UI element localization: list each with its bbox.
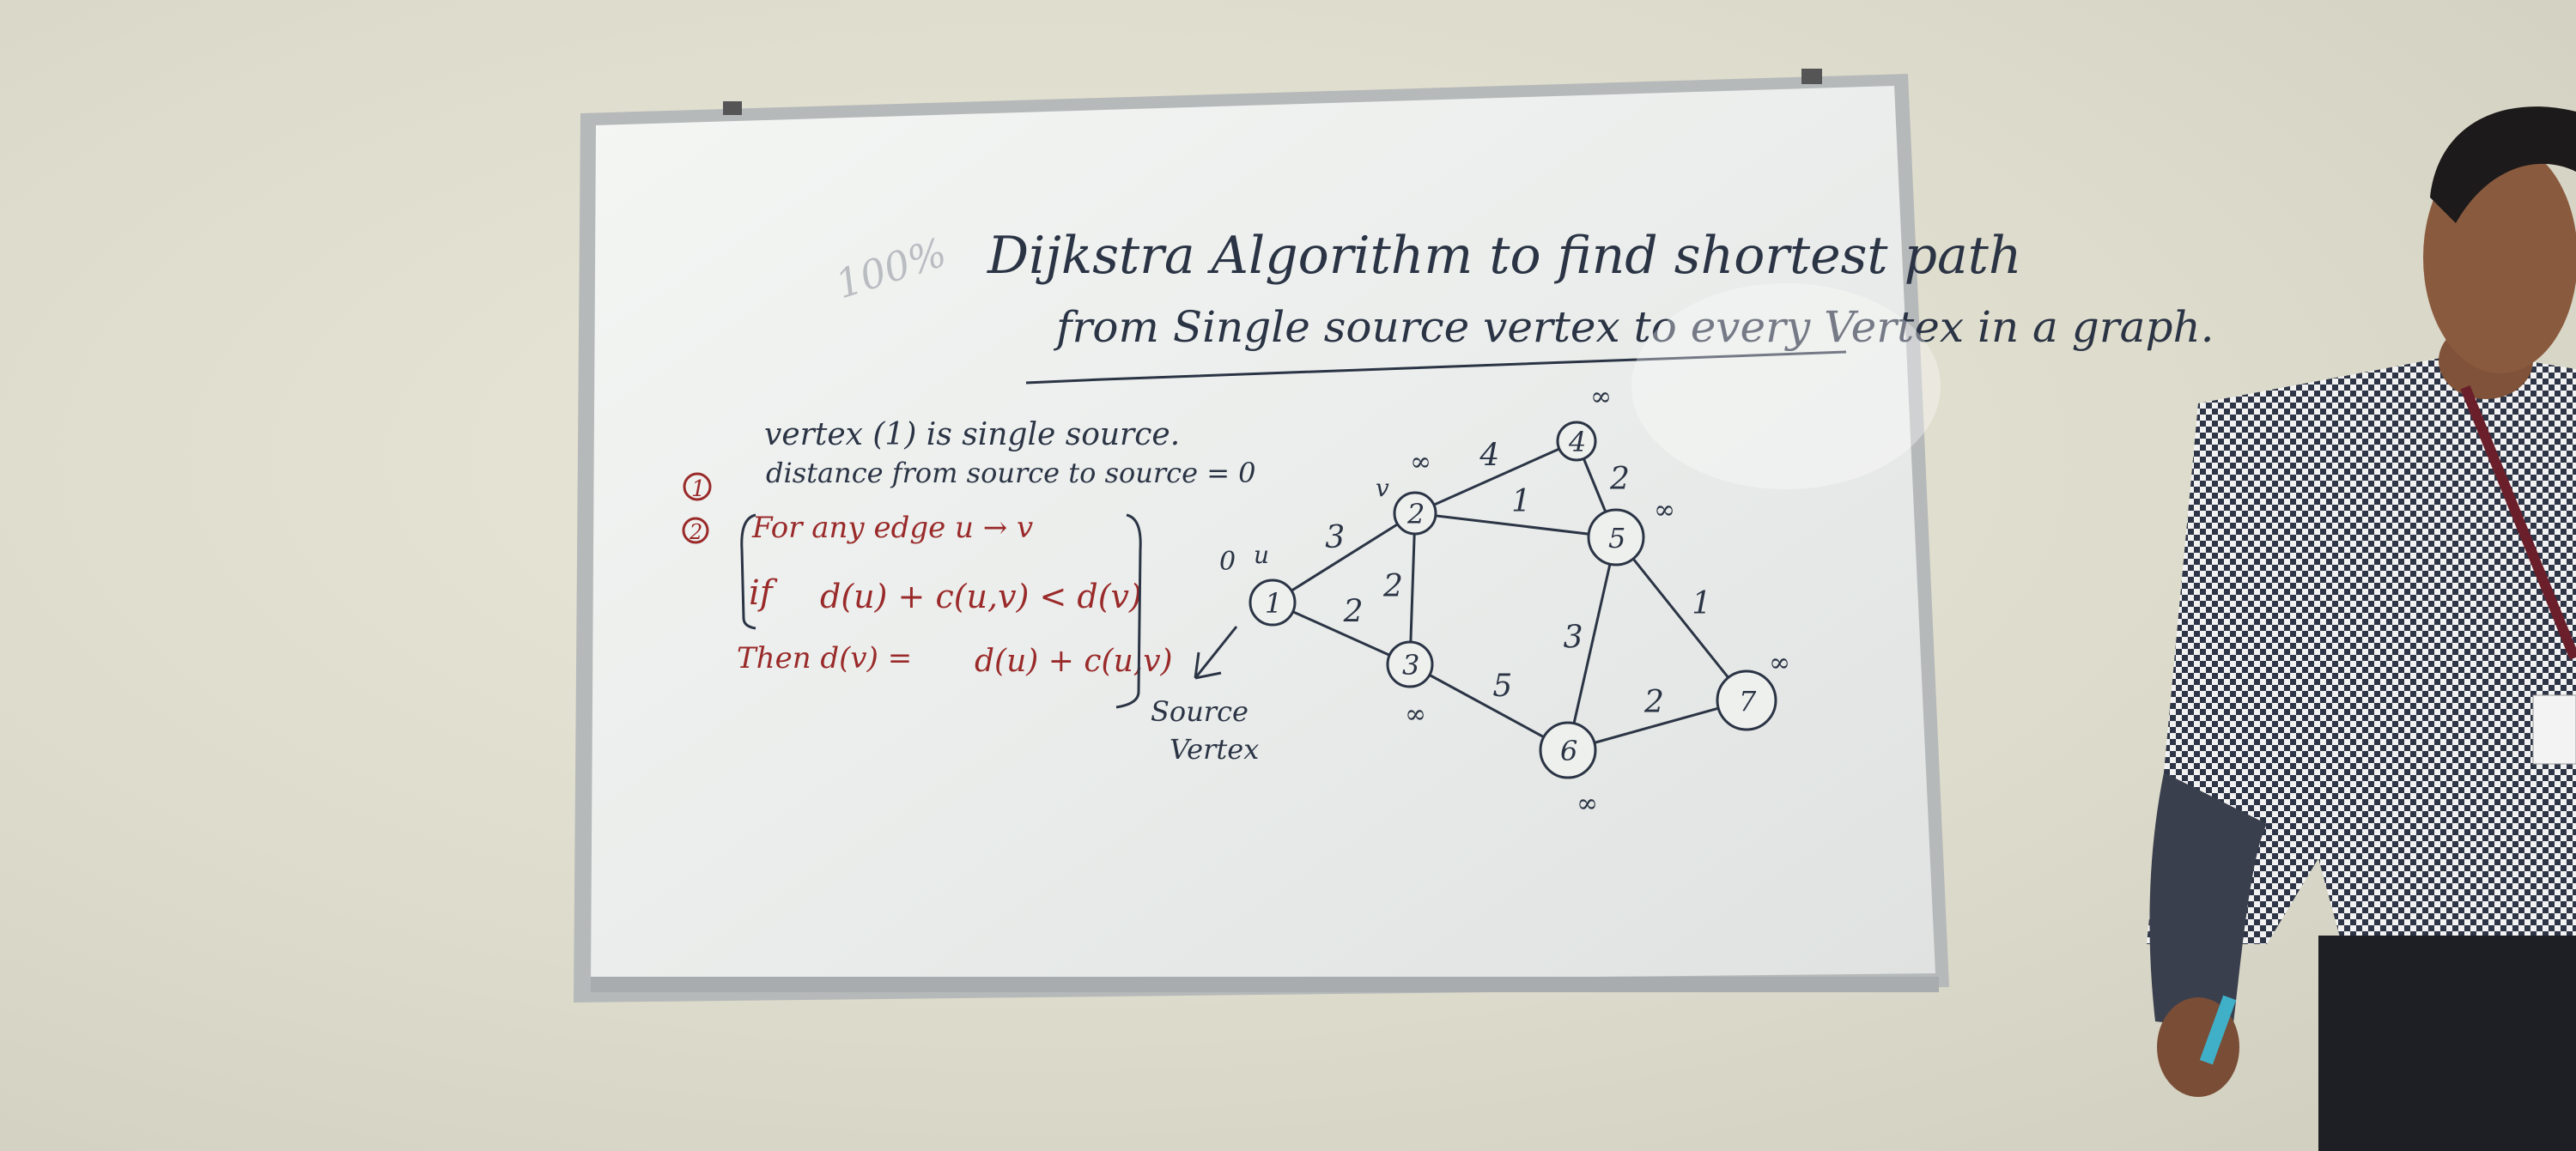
edge-weight-2-4: 4	[1479, 438, 1499, 473]
node-label-1: 1	[1265, 587, 1282, 620]
frame-clip-right	[1801, 69, 1822, 84]
rule-update: d(u) + c(u,v)	[975, 644, 1173, 679]
edge-weight-6-7: 2	[1643, 685, 1664, 720]
id-badge	[2532, 694, 2576, 765]
node-tag-2: v	[1376, 474, 1389, 502]
edge-weight-5-6: 3	[1564, 620, 1583, 655]
node-tag-1: u	[1254, 541, 1269, 569]
edge-weight-1-3: 2	[1343, 594, 1364, 629]
graph-edge-1-2	[1272, 512, 1416, 604]
edge-weight-4-5: 2	[1609, 462, 1630, 497]
graph-edge-3-6	[1409, 663, 1569, 752]
source-arrow	[1194, 626, 1238, 680]
edge-weight-3-6: 5	[1492, 669, 1512, 704]
graph-node-2	[1393, 491, 1437, 536]
node-label-4: 4	[1568, 426, 1586, 458]
whiteboard	[574, 69, 1949, 1003]
graph-node-4	[1556, 421, 1597, 462]
instructor-shirt	[2147, 352, 2576, 970]
step1-number: 1	[691, 476, 706, 502]
rule-close-bracket	[1115, 513, 1142, 709]
graph-node-5	[1587, 508, 1645, 566]
source-caption-1: Source	[1151, 695, 1249, 728]
node-label-3: 3	[1402, 649, 1419, 682]
source-caption-2: Vertex	[1170, 733, 1259, 766]
graph-edge-2-4	[1414, 439, 1577, 515]
graph-edge-2-5	[1414, 512, 1617, 539]
node-distance-4: ∞	[1590, 382, 1612, 412]
marker-tray	[591, 977, 1939, 992]
node-distance-3: ∞	[1405, 700, 1426, 730]
rule-then: Then d(v) =	[737, 641, 912, 675]
title-underline	[1025, 350, 1847, 385]
edge-weight-5-7: 1	[1692, 586, 1711, 621]
board-glare	[1631, 283, 1941, 489]
title-line-1: Dijkstra Algorithm to find shortest path	[987, 226, 2022, 286]
step2-marker	[682, 517, 709, 544]
instructor-arm	[2149, 772, 2267, 1030]
edge-weight-1-2: 3	[1325, 520, 1345, 555]
node-label-5: 5	[1608, 522, 1625, 554]
edge-weight-2-5: 1	[1511, 484, 1531, 519]
edge-weight-2-3: 2	[1382, 569, 1403, 604]
graph-node-3	[1386, 640, 1434, 688]
graph-edge-5-7	[1614, 536, 1748, 701]
rule-line-1: For any edge u → v	[751, 511, 1033, 545]
graph-edge-5-6	[1566, 536, 1618, 751]
node-distance-5: ∞	[1654, 495, 1675, 525]
whiteboard-surface	[591, 86, 1935, 987]
graph-node-7	[1716, 669, 1777, 731]
graph-node-1	[1249, 579, 1297, 627]
graph-node-6	[1539, 721, 1597, 779]
node-distance-1: 0	[1219, 547, 1236, 577]
node-label-2: 2	[1406, 498, 1425, 530]
graph-edge-6-7	[1567, 699, 1747, 752]
node-label-6: 6	[1560, 735, 1577, 767]
instructor-trousers	[2318, 936, 2576, 1151]
title-line-2: from Single source vertex to every Verte…	[1053, 302, 2215, 352]
step1-text: distance from source to source = 0	[766, 457, 1256, 489]
step2-number: 2	[689, 520, 702, 544]
node-distance-2: ∞	[1410, 447, 1431, 477]
step1-marker	[683, 472, 712, 501]
marker-pen	[2199, 995, 2237, 1065]
frame-clip-left	[723, 101, 742, 115]
node-distance-7: ∞	[1769, 648, 1790, 678]
graph-edge-1-3	[1272, 601, 1411, 666]
source-line: vertex (1) is single source.	[764, 417, 1180, 452]
rule-condition: d(u) + c(u,v) < d(v)	[820, 578, 1142, 615]
node-distance-6: ∞	[1577, 789, 1598, 819]
graph-edge-2-3	[1408, 512, 1417, 665]
instructor	[2147, 106, 2576, 1151]
node-label-7: 7	[1739, 685, 1757, 718]
rule-bracket	[740, 513, 756, 630]
notes-block: vertex (1) is single source. 1 distance …	[682, 417, 1256, 709]
instructor-lanyard	[2460, 385, 2576, 660]
instructor-hair	[2430, 106, 2576, 223]
source-annotation: Source Vertex	[1151, 626, 1259, 766]
